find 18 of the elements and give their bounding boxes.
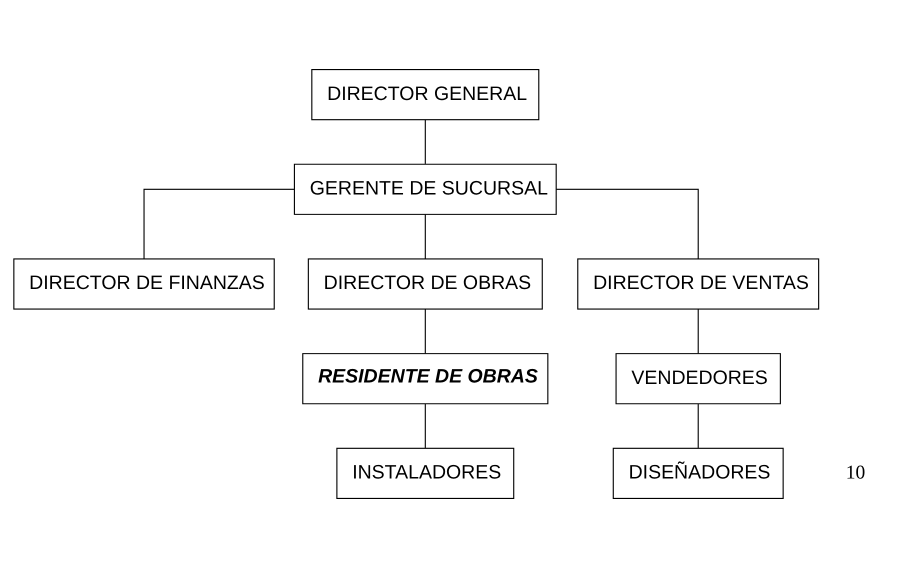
connector — [424, 120, 426, 164]
node-box: DIRECTOR DE OBRAS — [308, 258, 543, 310]
label: 10 — [846, 462, 866, 484]
node-box: DIRECTOR DE FINANZAS — [13, 258, 275, 310]
node-box: VENDEDORES — [616, 352, 781, 404]
node-box: GERENTE DE SUCURSAL — [294, 163, 557, 214]
connector — [424, 404, 426, 448]
node-box: DIRECTOR GENERAL — [311, 68, 540, 120]
node-box: RESIDENTE DE OBRAS — [302, 352, 548, 404]
connector — [143, 188, 294, 258]
connector — [424, 308, 426, 353]
connector — [556, 188, 699, 258]
connector — [698, 404, 699, 448]
connector — [424, 214, 426, 258]
node-box: DIRECTOR DE VENTAS — [577, 258, 820, 310]
connector — [698, 308, 699, 353]
node-box: DISEÑADORES — [612, 447, 784, 498]
node-box: INSTALADORES — [336, 447, 514, 498]
